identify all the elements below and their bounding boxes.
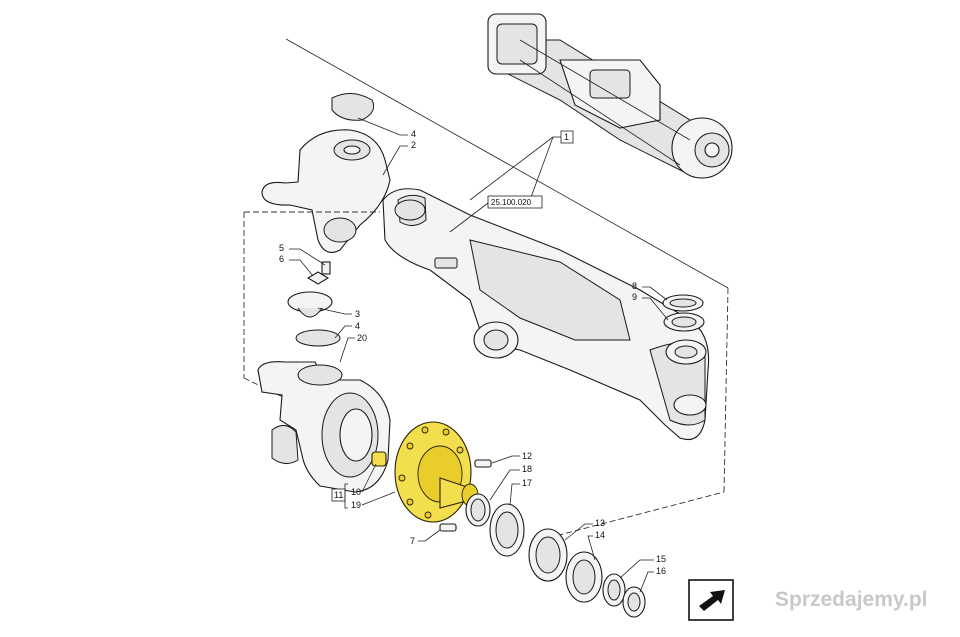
callout-7: 7 (410, 536, 415, 546)
wheel-studs (439, 459, 492, 532)
callout-3: 3 (355, 309, 360, 319)
callout-14: 14 (595, 530, 605, 540)
callout-9: 9 (632, 292, 637, 302)
callout-19: 19 (351, 500, 361, 510)
callout-6: 6 (279, 254, 284, 264)
callout-4-lower: 4 (355, 321, 360, 331)
frame-line (285, 38, 729, 289)
next-page-nav[interactable] (688, 579, 734, 621)
bolt-and-cap (287, 261, 341, 347)
bearings-and-seals (465, 493, 646, 618)
lower-knuckle (257, 361, 391, 493)
callout-5: 5 (279, 243, 284, 253)
callout-8: 8 (632, 281, 637, 291)
callout-13: 13 (595, 518, 605, 528)
axle-thumbnail (487, 13, 733, 179)
callout-15: 15 (656, 554, 666, 564)
callout-1: 1 (564, 132, 569, 142)
side-seal-bearing (662, 294, 705, 332)
callout-20: 20 (357, 333, 367, 343)
upper-knuckle (261, 93, 391, 253)
arrow-icon (699, 590, 725, 611)
callout-10: 10 (351, 487, 361, 497)
watermark: Sprzedajemy.pl (775, 588, 928, 611)
axle-housing (382, 188, 710, 441)
callout-4-upper: 4 (411, 129, 416, 139)
wheel-hub-highlighted (371, 421, 479, 523)
callout-16: 16 (656, 566, 666, 576)
assembly-ref-label: 25.100.020 (491, 198, 532, 207)
callout-18: 18 (522, 464, 532, 474)
assembly-ref-box (487, 195, 543, 209)
callout-11: 11 (334, 490, 343, 500)
callout-2: 2 (411, 140, 416, 150)
callout-12: 12 (522, 451, 532, 461)
callout-17: 17 (522, 478, 532, 488)
